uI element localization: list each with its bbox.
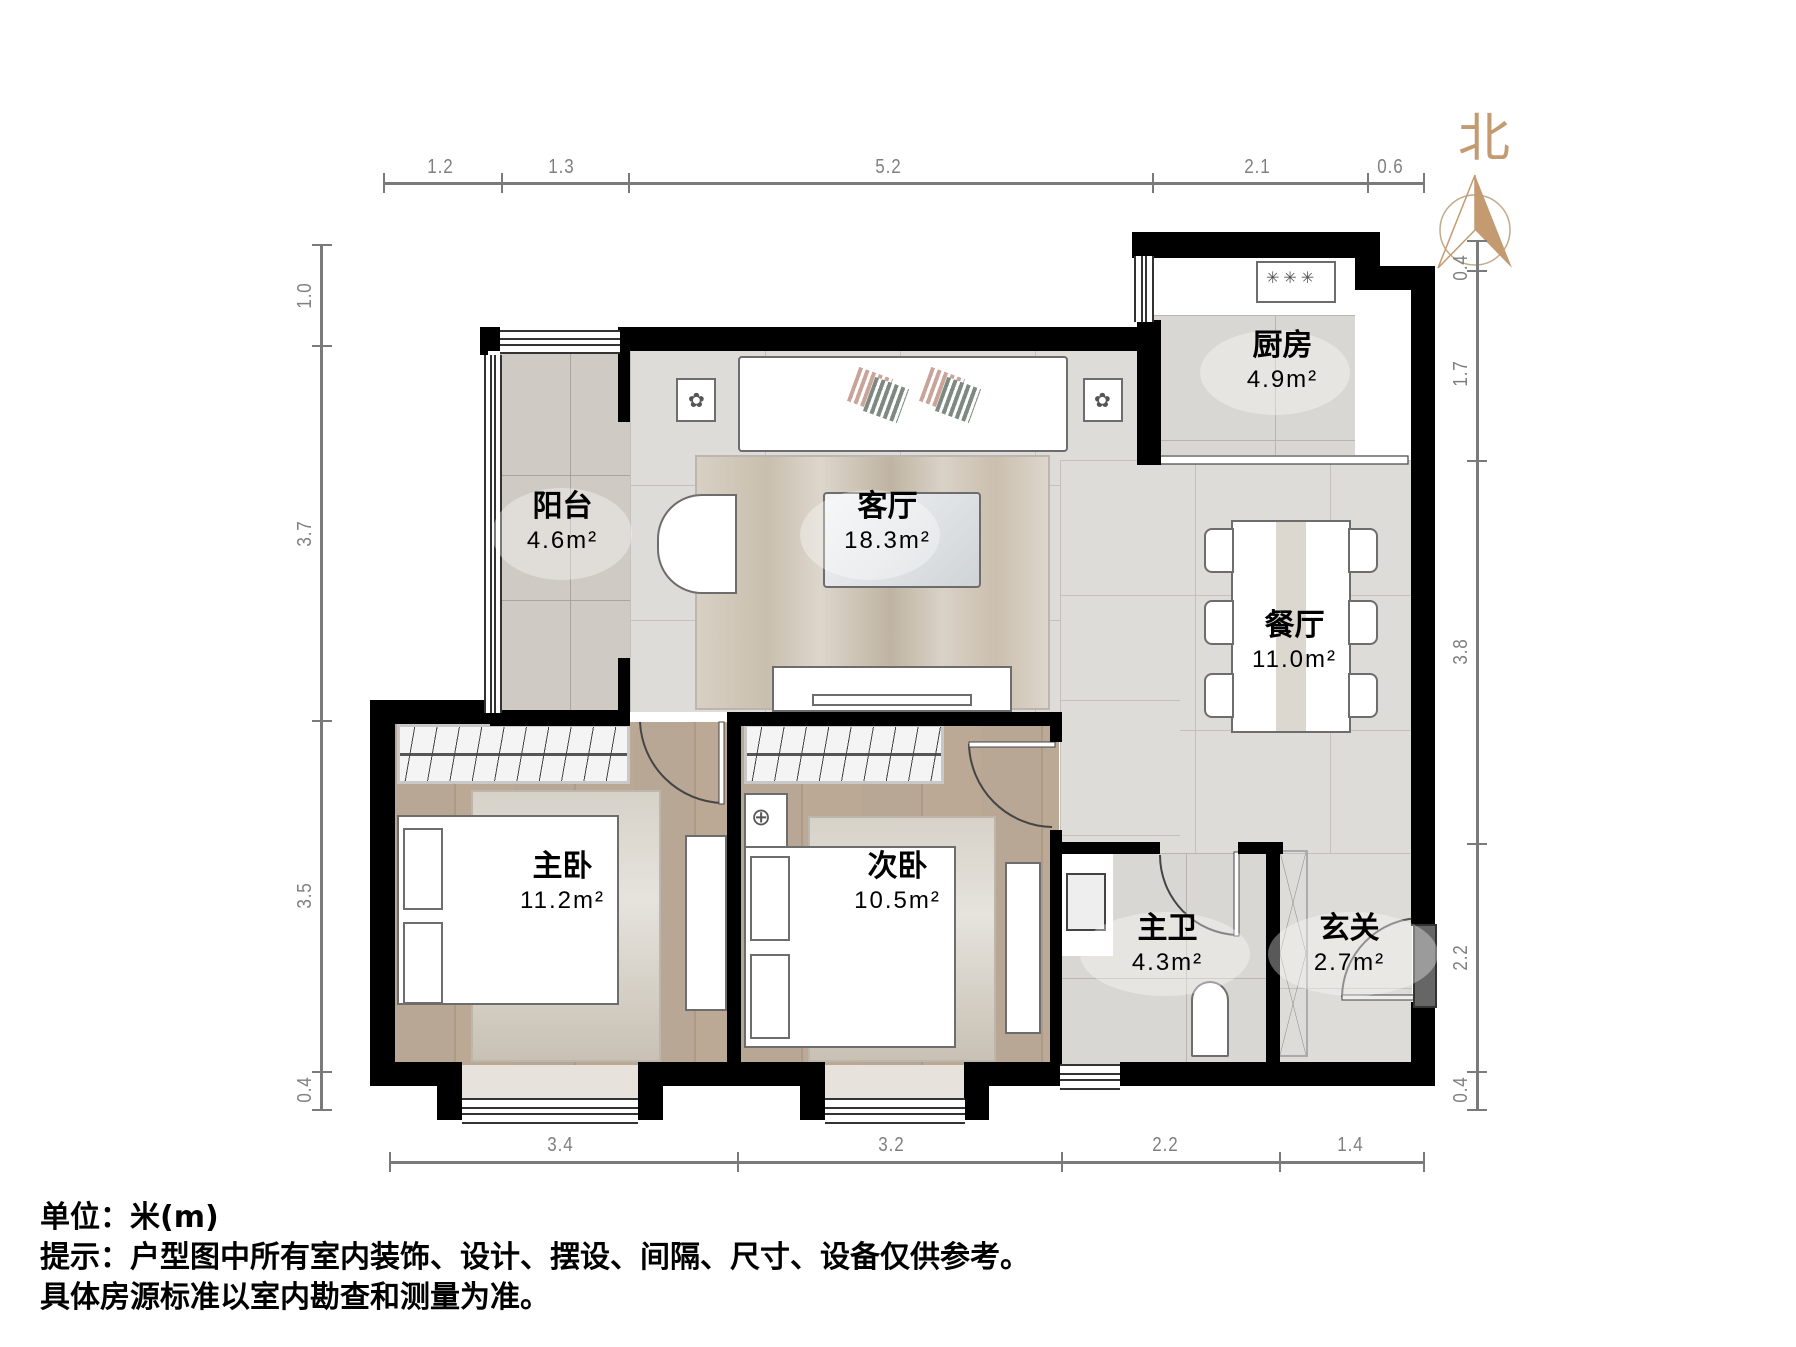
pillow xyxy=(750,856,790,941)
room-name: 次卧 xyxy=(867,849,928,884)
dim-top-3: 5.2 xyxy=(875,156,902,178)
dim-bottom-4: 1.4 xyxy=(1337,1134,1364,1156)
coffee-table xyxy=(823,492,981,588)
kitchen-sliding-door xyxy=(1159,455,1409,465)
dining-chair xyxy=(1204,673,1234,718)
room-area: 2.7m² xyxy=(1313,949,1386,976)
entrance-halo xyxy=(1268,912,1438,996)
balcony-floor xyxy=(500,350,630,712)
room-name: 厨房 xyxy=(1252,328,1313,363)
second-bay-floor xyxy=(823,1065,966,1100)
lamp-icon: ⊕ xyxy=(751,803,772,831)
entrance-door-swing-icon xyxy=(1341,917,1421,998)
room-master-bedroom: 主卧 11.2m² xyxy=(500,848,625,916)
dining-chair xyxy=(1348,673,1378,718)
dim-top-2: 1.3 xyxy=(548,156,575,178)
room-area: 11.0m² xyxy=(1252,646,1337,673)
bath-door-swing-icon xyxy=(1159,854,1238,936)
second-wardrobe xyxy=(744,724,944,784)
dining-chair xyxy=(1204,600,1234,645)
master-door-swing-icon xyxy=(639,721,723,804)
dining-chair xyxy=(1204,528,1234,573)
dining-chair xyxy=(1348,528,1378,573)
living-halo xyxy=(800,490,940,580)
room-living: 客厅 18.3m² xyxy=(825,488,950,556)
room-name: 主卫 xyxy=(1137,911,1198,946)
living-lower-floor xyxy=(1060,700,1180,845)
room-area: 4.3m² xyxy=(1131,949,1204,976)
armchair xyxy=(657,494,737,594)
room-area: 10.5m² xyxy=(854,887,941,914)
bath-halo xyxy=(1080,912,1250,996)
balcony-top-window xyxy=(500,330,620,354)
north-label: 北 xyxy=(1458,109,1511,169)
master-wardrobe xyxy=(397,724,630,784)
dim-bottom-3: 2.2 xyxy=(1152,1134,1179,1156)
hint-note: 提示：户型图中所有室内装饰、设计、摆设、间隔、尺寸、设备仅供参考。 xyxy=(40,1240,1030,1275)
unit-note: 单位：米(m) xyxy=(40,1200,219,1235)
master-tv-cabinet xyxy=(685,835,727,1011)
pillow xyxy=(403,922,443,1004)
flower-icon: ✿ xyxy=(1094,388,1111,412)
kitchen-window xyxy=(1134,256,1154,322)
sink-bowl xyxy=(1066,873,1106,931)
dim-bottom-1: 3.4 xyxy=(547,1134,574,1156)
second-door-leaf xyxy=(968,741,1056,748)
second-bay-window xyxy=(825,1098,965,1124)
room-name: 阳台 xyxy=(532,489,593,524)
second-tv-cabinet xyxy=(1005,862,1041,1034)
stove xyxy=(1256,261,1336,303)
room-area: 18.3m² xyxy=(844,527,931,554)
room-dining: 餐厅 11.0m² xyxy=(1222,607,1367,675)
room-master-bath: 主卫 4.3m² xyxy=(1110,910,1225,978)
room-balcony: 阳台 4.6m² xyxy=(505,488,620,556)
room-name: 主卧 xyxy=(532,849,593,884)
flower-icon: ✿ xyxy=(688,388,705,412)
room-area: 4.6m² xyxy=(526,527,599,554)
tv xyxy=(812,694,972,706)
room-area: 11.2m² xyxy=(520,887,605,914)
bath-door-leaf xyxy=(1233,851,1240,937)
room-second-bedroom: 次卧 10.5m² xyxy=(835,848,960,916)
kitchen-halo xyxy=(1200,330,1350,415)
balcony-side-window xyxy=(484,355,502,713)
room-name: 客厅 xyxy=(857,489,918,524)
room-name: 餐厅 xyxy=(1264,608,1325,643)
dim-top-1: 1.2 xyxy=(427,156,454,178)
dim-bottom-2: 3.2 xyxy=(878,1134,905,1156)
kitchen-tile xyxy=(1150,315,1355,455)
pillow xyxy=(403,828,443,910)
side-table-right xyxy=(1083,378,1123,422)
burner-icon: ✳✳✳ xyxy=(1266,268,1319,287)
master-door-leaf xyxy=(718,721,725,805)
room-entrance: 玄关 2.7m² xyxy=(1292,910,1407,978)
side-table-left xyxy=(676,378,716,422)
dim-top-4: 2.1 xyxy=(1244,156,1271,178)
bath-window xyxy=(1060,1064,1120,1090)
toilet xyxy=(1191,981,1229,1057)
standard-note: 具体房源标准以室内勘查和测量为准。 xyxy=(40,1280,550,1315)
second-door-swing-icon xyxy=(968,743,1053,828)
master-bay-window xyxy=(462,1098,638,1124)
dining-chair xyxy=(1348,600,1378,645)
north-arrow-icon xyxy=(1437,174,1512,269)
dining-table xyxy=(1231,520,1351,733)
pillow xyxy=(750,954,790,1039)
room-area: 4.9m² xyxy=(1246,366,1319,393)
dim-top-5: 0.6 xyxy=(1377,156,1404,178)
master-bay-floor xyxy=(460,1065,640,1100)
entrance-door-frame xyxy=(1413,924,1437,1008)
room-name: 玄关 xyxy=(1319,911,1380,946)
balcony-halo xyxy=(492,488,632,580)
room-kitchen: 厨房 4.9m² xyxy=(1220,327,1345,395)
